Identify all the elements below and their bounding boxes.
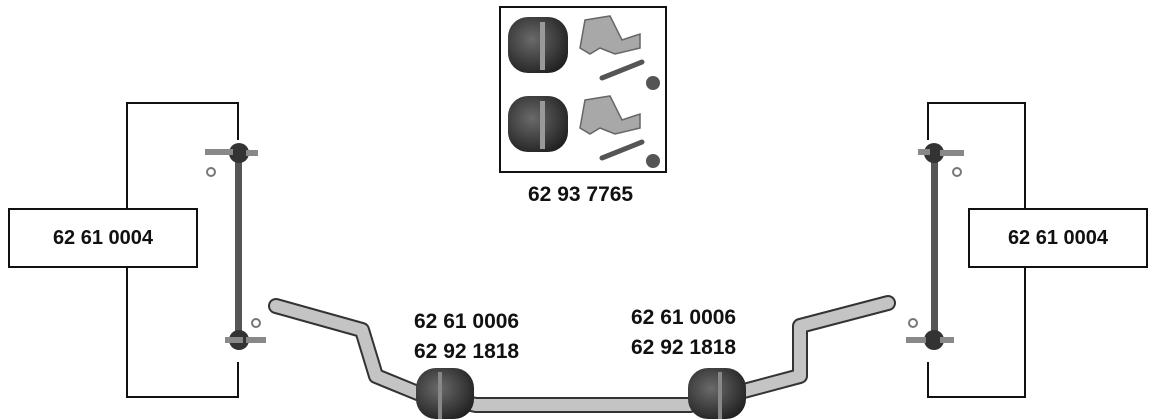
link-right-label: 62 61 0004 (968, 208, 1148, 268)
right-bar-bushing (688, 368, 746, 419)
left-stabilizer-link (205, 143, 266, 350)
bushing-kit-contents (508, 15, 660, 168)
bushing-right-number-2: 62 92 1818 (631, 336, 737, 359)
link-left-label: 62 61 0004 (8, 208, 198, 268)
right-link-bracket (927, 102, 1026, 398)
bushing-left-number-1: 62 61 0006 (414, 310, 520, 333)
bushing-left-number-2: 62 92 1818 (414, 340, 520, 363)
right-stabilizer-link (906, 143, 964, 350)
left-link-bracket (126, 102, 239, 398)
left-bar-bushing (416, 368, 474, 419)
stabilizer-bar (268, 295, 896, 413)
bushing-right-number-1: 62 61 0006 (631, 306, 737, 329)
bushing-left-labels: 62 61 0006 62 92 1818 (414, 307, 519, 367)
bushing-right-labels: 62 61 0006 62 92 1818 (631, 303, 736, 363)
kit-label: 62 93 7765 (528, 183, 634, 206)
